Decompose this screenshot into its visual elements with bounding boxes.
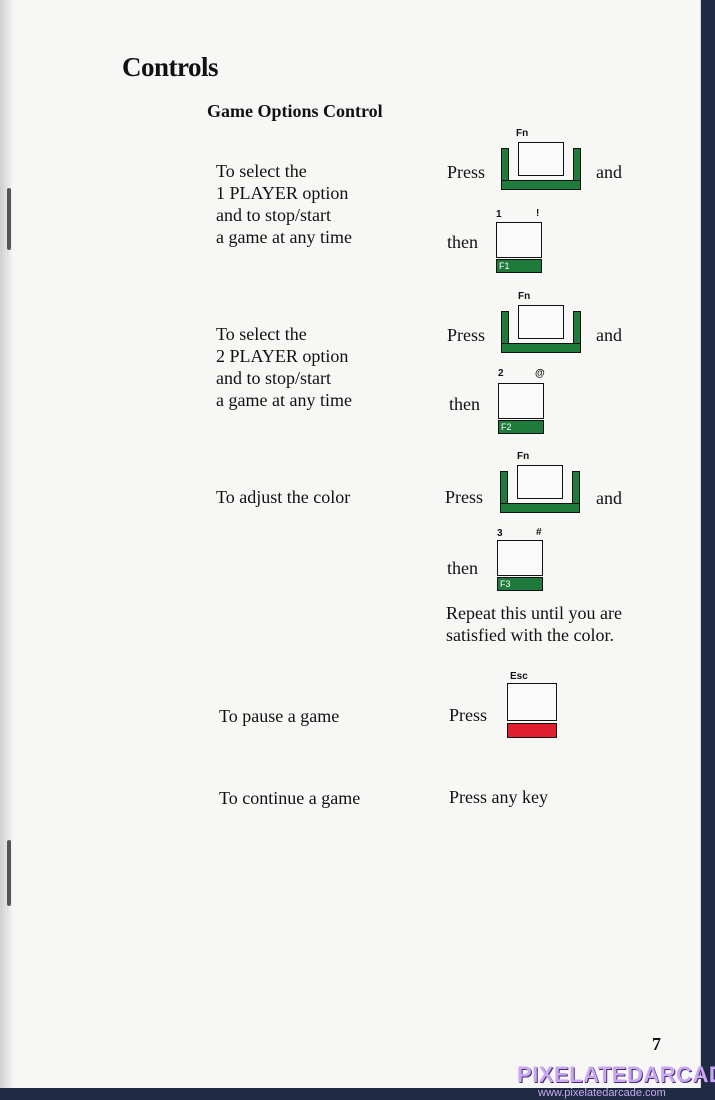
watermark-url: www.pixelatedarcade.com [538, 1087, 666, 1099]
esc-legend: Esc [510, 671, 528, 682]
row-4-press: Press [449, 705, 488, 725]
row-2-line-1: To select the [216, 324, 307, 344]
f1-label: F1 [496, 259, 542, 273]
f2-label: F2 [498, 420, 544, 434]
row-2-description: To select the 2 PLAYER option and to sto… [216, 323, 352, 411]
row-1-line-1: To select the [216, 161, 307, 181]
row-2-press: Press [447, 325, 486, 345]
row-4-line-1: To pause a game [219, 706, 340, 726]
row-1-then: then [447, 232, 478, 252]
manual-page: Controls Game Options Control To select … [0, 0, 701, 1088]
row-2-line-4: a game at any time [216, 390, 352, 410]
row-3-note-line-1: Repeat this until you are [446, 603, 622, 623]
row-3-fn-legend: Fn [517, 451, 530, 462]
row-2-then: then [449, 394, 480, 414]
key-2-f2-icon: F2 [498, 383, 546, 434]
row-3-and: and [596, 488, 622, 508]
page-number: 7 [652, 1034, 661, 1054]
key-1-f1-icon: F1 [496, 222, 544, 273]
key-3-f3-icon: F3 [497, 540, 545, 591]
row-3-key-legend-right: # [536, 527, 542, 538]
row-5-action: Press any key [449, 787, 548, 807]
row-1-description: To select the 1 PLAYER option and to sto… [216, 160, 352, 248]
row-2-key-legend-left: 2 [498, 368, 504, 379]
row-1-line-4: a game at any time [216, 227, 352, 247]
row-1-key-legend-left: 1 [496, 209, 502, 220]
row-2-fn-legend: Fn [518, 291, 531, 302]
watermark-logo: PIXELATEDARCADE [517, 1062, 715, 1087]
fn-key-icon [500, 465, 580, 513]
row-5-description: To continue a game [219, 787, 360, 809]
row-3-then: then [447, 558, 478, 578]
row-3-note-line-2: satisfied with the color. [446, 625, 614, 645]
row-3-line-1: To adjust the color [216, 487, 351, 507]
staple-bottom [7, 840, 11, 906]
row-1-fn-legend: Fn [516, 128, 529, 139]
row-2-and: and [596, 325, 622, 345]
section-heading: Game Options Control [207, 101, 383, 121]
row-1-line-3: and to stop/start [216, 205, 331, 225]
row-1-key-legend-right: ! [536, 208, 540, 219]
row-1-press: Press [447, 162, 486, 182]
page-title: Controls [122, 52, 219, 82]
f3-label: F3 [497, 577, 543, 591]
row-3-press: Press [445, 487, 484, 507]
row-2-line-3: and to stop/start [216, 368, 331, 388]
row-2-key-legend-right: @ [535, 368, 545, 379]
fn-key-icon [501, 142, 581, 190]
row-3-note: Repeat this until you are satisfied with… [446, 602, 622, 646]
staple-top [7, 188, 11, 250]
row-3-key-legend-left: 3 [497, 528, 503, 539]
fn-key-icon [501, 305, 581, 353]
row-1-line-2: 1 PLAYER option [216, 183, 349, 203]
binding-shadow [0, 0, 14, 1088]
row-3-description: To adjust the color [216, 486, 350, 508]
esc-key-icon [507, 683, 557, 739]
row-5-line-1: To continue a game [219, 788, 361, 808]
row-2-line-2: 2 PLAYER option [216, 346, 349, 366]
row-1-and: and [596, 162, 622, 182]
row-4-description: To pause a game [219, 705, 339, 727]
